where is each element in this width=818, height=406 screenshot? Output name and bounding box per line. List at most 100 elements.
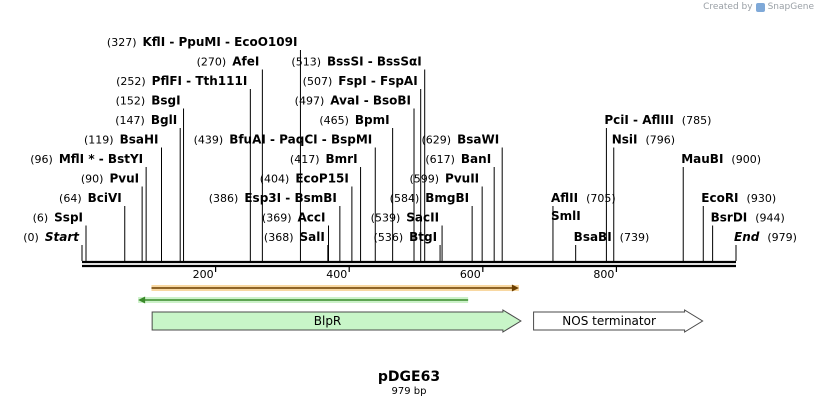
site-label-ecop15i[interactable]: (404)EcoP15I <box>260 172 349 186</box>
restriction-sites: (0) Start (6) SspI (64)BciVI (90)PvuI (96)MflI… <box>23 35 797 261</box>
site-position: (465) <box>319 114 349 127</box>
site-label-end[interactable]: End (979) <box>734 230 797 244</box>
site-name: MauBI <box>681 152 723 166</box>
site-position: (539) <box>371 212 401 225</box>
site-label-acci[interactable]: (369) AccI <box>262 211 326 225</box>
site-name: SspI <box>54 211 83 225</box>
site-position: (979) <box>767 231 797 244</box>
site-label-afei[interactable]: (270) AfeI <box>197 55 260 69</box>
site-name: BglI <box>151 113 177 127</box>
site-label-mfli-bstyi[interactable]: (96)MflI * - BstYI <box>30 152 143 166</box>
site-position: (270) <box>197 56 227 69</box>
site-label-btgi[interactable]: (536)BtgI <box>374 230 438 244</box>
plasmid-name: pDGE63 <box>378 369 440 385</box>
site-name: BanI <box>461 152 491 166</box>
ruler-tick-label: 600 <box>460 268 481 281</box>
site-name: BsaWI <box>457 133 499 147</box>
site-name: Start <box>45 230 80 244</box>
site-position: (6) <box>33 212 49 225</box>
credit-brand: SnapGene <box>767 2 814 12</box>
site-name: BsrDI <box>711 211 748 225</box>
credit-prefix: Created by <box>703 2 753 12</box>
site-position: (368) <box>264 231 294 244</box>
site-label-pflfi-tth111i[interactable]: (252)PflFI - Tth111I <box>116 74 247 88</box>
site-label-pvui[interactable]: (90)PvuI <box>81 172 139 186</box>
site-name: AccI <box>298 211 326 225</box>
snapgene-logo-icon <box>755 2 765 12</box>
snapgene-credit: Created by SnapGene <box>703 2 814 12</box>
site-label-esp3i-bsmbi[interactable]: (386)Esp3I - BsmBI <box>209 191 337 205</box>
site-label-bsahi[interactable]: (119)BsaHI <box>84 133 159 147</box>
site-label-ecori[interactable]: EcoRI(930) <box>701 191 776 205</box>
site-name: AfeI <box>232 55 259 69</box>
orf-track[interactable] <box>151 284 519 292</box>
site-label-bsssi-bsss-i[interactable]: (513)BssSI - BssSαI <box>291 55 421 69</box>
dna-backbone <box>82 260 736 268</box>
site-name: BpmI <box>355 113 390 127</box>
site-name: BsaBI <box>574 230 612 244</box>
site-label-sspi[interactable]: (6) SspI <box>33 211 83 225</box>
orf-arrowhead-icon <box>511 284 519 292</box>
site-label-pcii-afliii[interactable]: PciI - AflIII(785) <box>604 113 711 127</box>
site-label-smli[interactable]: SmlI <box>551 209 581 223</box>
site-name: Esp3I - BsmBI <box>244 191 336 205</box>
plasmid-length: 979 bp <box>392 386 427 397</box>
site-position: (369) <box>262 212 292 225</box>
site-name: BfuAI - PaqCI - BspMI <box>229 133 372 147</box>
feature-arrow-blpr <box>151 309 522 333</box>
site-position: (796) <box>646 134 676 147</box>
site-label-maubi[interactable]: MauBI(900) <box>681 152 761 166</box>
site-label-bsawi[interactable]: (629) BsaWI <box>422 133 500 147</box>
site-label-nsii[interactable]: NsiI (796) <box>612 133 675 147</box>
site-name: AflII <box>551 191 578 205</box>
site-label-bmri[interactable]: (417)BmrI <box>290 152 358 166</box>
primer-track[interactable] <box>138 296 469 304</box>
site-label-bsabi[interactable]: BsaBI(739) <box>574 230 650 244</box>
site-position: (617) <box>425 153 455 166</box>
site-label-bcivi[interactable]: (64)BciVI <box>59 191 122 205</box>
site-name: AvaI - BsoBI <box>330 94 411 108</box>
site-label-pvuii[interactable]: (599)PvuII <box>409 172 479 186</box>
site-position: (147) <box>115 114 145 127</box>
site-name: NsiI <box>612 133 638 147</box>
site-label-bgli[interactable]: (147) BglI <box>115 113 177 127</box>
site-position: (507) <box>303 75 333 88</box>
site-label-fspi-fspai[interactable]: (507) FspI - FspAI <box>303 74 418 88</box>
primer-arrowhead-icon <box>138 296 146 304</box>
site-label-bpmi[interactable]: (465) BpmI <box>319 113 389 127</box>
site-label-start[interactable]: (0) Start <box>23 230 80 244</box>
site-name: KflI - PpuMI - EcoO109I <box>143 35 298 49</box>
site-position: (629) <box>422 134 452 147</box>
site-name: SalI <box>300 230 325 244</box>
site-label-avai-bsobi[interactable]: (497)AvaI - BsoBI <box>295 94 411 108</box>
site-position: (785) <box>682 114 712 127</box>
site-position: (417) <box>290 153 320 166</box>
ruler-tick-label: 200 <box>193 268 214 281</box>
feature-nos-terminator[interactable]: NOS terminator <box>533 309 704 333</box>
site-name: PvuII <box>445 172 479 186</box>
site-label-bsrdi[interactable]: BsrDI (944) <box>711 211 785 225</box>
site-position: (0) <box>23 231 39 244</box>
site-label-bani[interactable]: (617) BanI <box>425 152 491 166</box>
feature-blpr[interactable]: BlpR <box>151 309 522 333</box>
site-label-kfli-ppumi-ecoo109i[interactable]: (327)KflI - PpuMI - EcoO109I <box>107 35 298 49</box>
site-name: BmgBI <box>425 191 469 205</box>
feature-label: BlpR <box>314 314 342 328</box>
site-position: (252) <box>116 75 146 88</box>
site-position: (944) <box>755 212 785 225</box>
site-label-bmgbi[interactable]: (584)BmgBI <box>390 191 469 205</box>
site-label-sali[interactable]: (368) SalI <box>264 230 325 244</box>
site-position: (64) <box>59 192 82 205</box>
site-name: End <box>734 230 760 244</box>
site-name: MflI * - BstYI <box>59 152 143 166</box>
site-name: FspI - FspAI <box>338 74 417 88</box>
feature-arrow-nos-terminator <box>533 309 704 333</box>
site-name: EcoRI <box>701 191 738 205</box>
site-position: (152) <box>116 95 146 108</box>
site-label-bfuai-paqci-bspmi[interactable]: (439)BfuAI - PaqCI - BspMI <box>194 133 373 147</box>
site-label-sacii[interactable]: (539)SacII <box>371 211 439 225</box>
site-label-bsgi[interactable]: (152)BsgI <box>116 94 181 108</box>
site-label-aflii[interactable]: AflII(705) <box>551 191 616 205</box>
ruler-tick-label: 400 <box>326 268 347 281</box>
